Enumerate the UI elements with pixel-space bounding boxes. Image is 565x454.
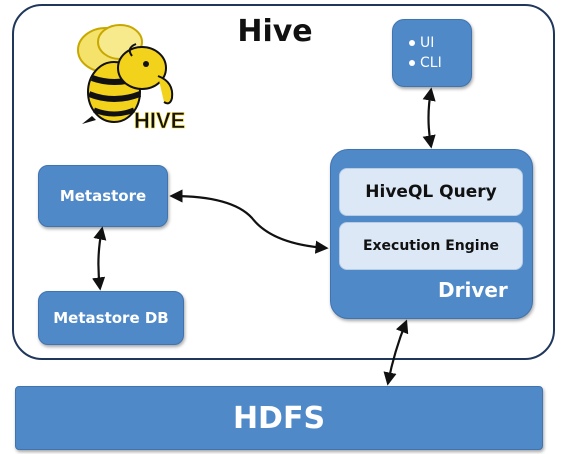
diagram-title: Hive	[237, 14, 313, 49]
hdfs-label: HDFS	[232, 400, 326, 436]
interfaces-box: UI CLI	[392, 19, 472, 87]
bullet-icon	[409, 60, 415, 66]
metastore-db-box: Metastore DB	[38, 291, 184, 345]
metastore-box: Metastore	[38, 165, 168, 227]
execution-engine-label: Execution Engine	[362, 238, 500, 254]
hive-logo-icon: HIVE	[77, 24, 186, 132]
hdfs-box: HDFS	[15, 386, 543, 450]
bullet-icon	[409, 40, 415, 46]
driver-label: Driver	[438, 278, 508, 302]
interface-ui-label: UI	[420, 35, 435, 51]
metastore-label: Metastore	[59, 187, 147, 205]
execution-engine-box: Execution Engine	[339, 222, 523, 270]
interface-cli: CLI	[409, 53, 442, 73]
metastore-db-label: Metastore DB	[53, 309, 169, 327]
interface-ui: UI	[409, 33, 434, 53]
hiveql-query-box: HiveQL Query	[339, 168, 523, 216]
interface-cli-label: CLI	[420, 55, 442, 71]
hiveql-query-label: HiveQL Query	[365, 182, 497, 202]
logo-hive-text: HIVE	[134, 108, 185, 132]
